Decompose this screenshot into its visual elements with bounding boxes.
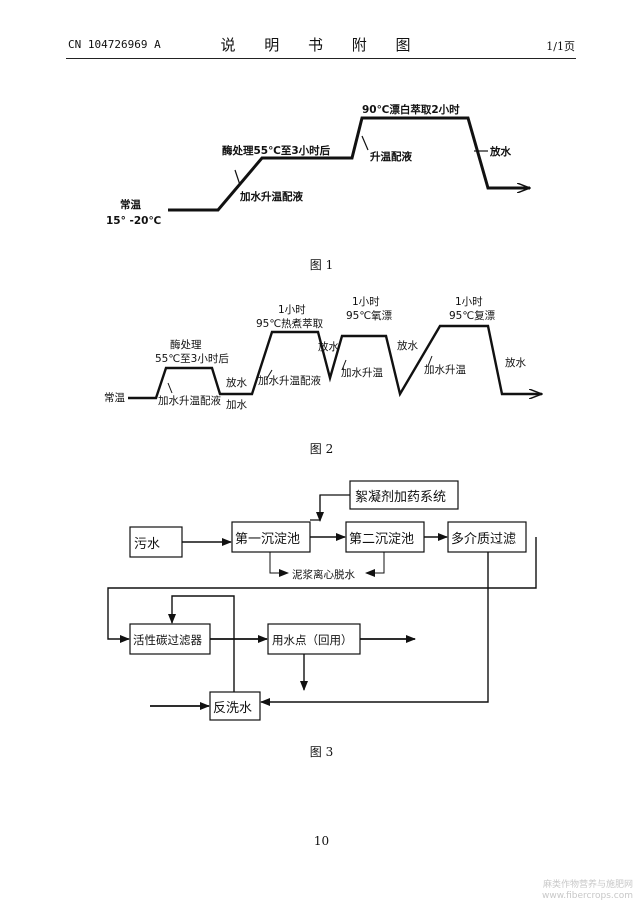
fig3-use-point-box: 用水点（回用） (272, 633, 353, 647)
fig2-process-line (128, 324, 542, 400)
fig2-add-water-4: 加水升温 (341, 367, 383, 379)
fig2-drain-4: 放水 (505, 356, 526, 369)
fig3-backwash-box: 反洗水 (213, 701, 252, 716)
fig2-add-water-1: 加水升温配液 (158, 394, 221, 407)
fig3-flocculant-box: 絮凝剂加药系统 (355, 489, 446, 505)
fig3-sewage-box: 污水 (134, 537, 160, 552)
fig3-carbon-box: 活性碳过滤器 (133, 633, 202, 647)
fig2-hot-2: 95℃热煮萃取 (256, 317, 324, 330)
figure-2: 常温 酶处理 55℃至3小时后 加水升温配液 放水 加水 1小时 95℃热煮萃取… (104, 296, 542, 411)
fig2-hot-1: 1小时 (278, 304, 306, 316)
figure-3-caption: 图 3 (309, 745, 334, 759)
fig2-drain-2: 放水 (318, 340, 339, 353)
fig2-re-1: 1小时 (455, 296, 483, 308)
figure-2-caption: 图 2 (309, 442, 334, 456)
figure-1: 常温 15° -20℃ 加水升温配液 酶处理55℃至3小时后 升温配液 90℃漂… (106, 103, 530, 227)
fig1-temp-range: 15° -20℃ (106, 215, 161, 227)
fig2-re-2: 95℃复漂 (449, 309, 496, 322)
fig2-room-temp: 常温 (104, 391, 125, 404)
fig1-drain: 放水 (489, 145, 511, 158)
fig2-add-water-5: 加水升温 (424, 364, 466, 376)
fig1-add-water: 加水升温配液 (239, 190, 303, 203)
page-indicator: 1/1页 (546, 40, 575, 53)
fig2-drain-3: 放水 (397, 339, 418, 352)
fig2-oxy-2: 95℃氧漂 (346, 309, 393, 322)
fig2-add-water-2: 加水 (226, 399, 247, 411)
watermark-line-2: www.fibercrops.com (542, 891, 633, 901)
figure-1-caption: 图 1 (309, 258, 334, 272)
header-rule (66, 58, 576, 59)
publication-number: CN 104726969 A (68, 38, 161, 51)
fig1-heat: 升温配液 (370, 150, 412, 163)
fig2-enzyme-1: 酶处理 (170, 338, 202, 351)
fig1-bleach: 90℃漂白萃取2小时 (362, 103, 460, 116)
figure-3: 污水 第一沉淀池 第二沉淀池 絮凝剂加药系统 多介质过滤 活性碳过滤器 用水点（… (107, 480, 537, 721)
fig2-drain-1: 放水 (226, 376, 247, 389)
fig2-enzyme-2: 55℃至3小时后 (155, 353, 229, 365)
watermark: 麻类作物营养与施肥网 www.fibercrops.com (542, 880, 633, 902)
fig2-oxy-1: 1小时 (352, 296, 380, 308)
page-title: 说 明 书 附 图 (220, 36, 423, 54)
watermark-line-1: 麻类作物营养与施肥网 (542, 880, 633, 890)
fig1-enzyme: 酶处理55℃至3小时后 (222, 144, 331, 157)
page-number: 10 (313, 834, 330, 848)
fig3-sludge-label: 泥浆离心脱水 (292, 568, 355, 581)
fig3-tank2-box: 第二沉淀池 (349, 532, 414, 547)
fig3-multimedia-box: 多介质过滤 (451, 531, 516, 547)
fig3-tank1-box: 第一沉淀池 (235, 532, 300, 547)
fig1-room-temp: 常温 (120, 198, 141, 211)
fig2-add-water-3: 加水升温配液 (258, 374, 321, 387)
fig1-process-line (168, 116, 530, 212)
